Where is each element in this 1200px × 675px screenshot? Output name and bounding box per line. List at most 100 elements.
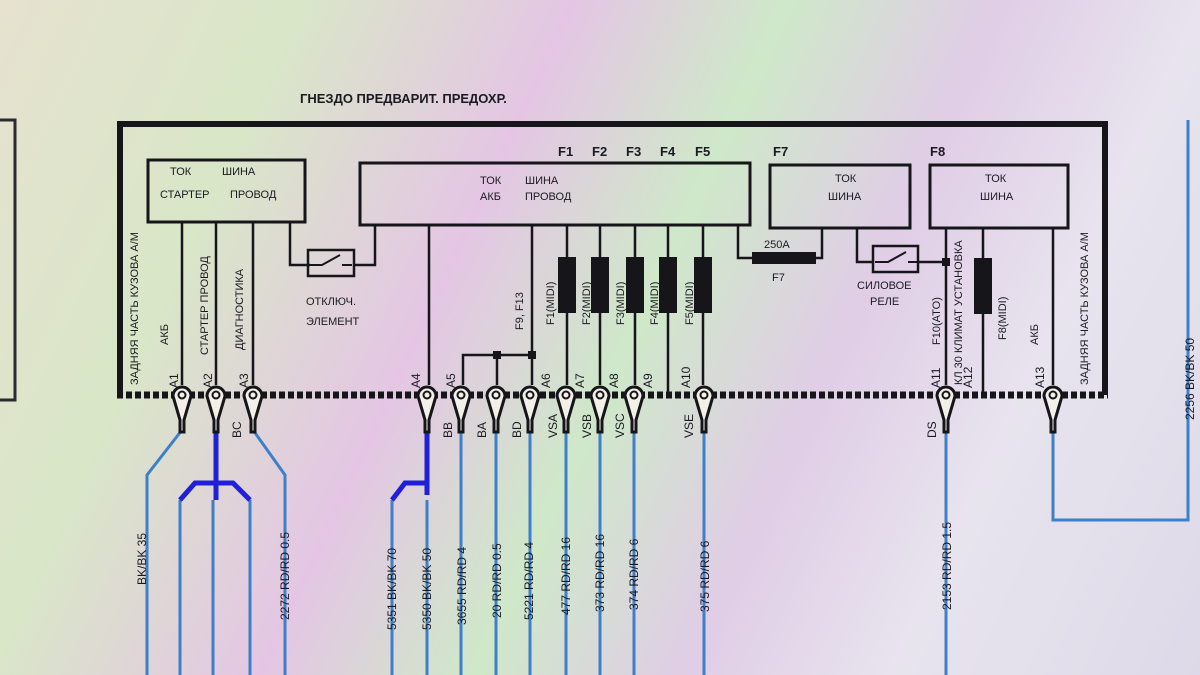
wire-label: 20 RD/RD 0.5 (490, 543, 504, 618)
switch-icon (310, 254, 352, 266)
vertical-label: СТАРТЕР ПРОВОД (199, 256, 211, 355)
fuse-box-frame (117, 121, 1108, 395)
vertical-label: АКБ (1029, 324, 1041, 345)
wire-label: 2272 RD/RD 0.5 (278, 532, 292, 620)
terminal-lugs (171, 385, 1064, 434)
disconnect-label: ОТКЛЮЧ. (306, 296, 356, 308)
terminal-lug-icon (935, 385, 957, 434)
fuse-header: F3 (626, 144, 641, 159)
pin-label: A4 (409, 373, 423, 388)
terminal-hole (422, 390, 432, 400)
pin-label: A11 (929, 367, 943, 388)
terminal-hole (595, 390, 605, 400)
terminal-hole (629, 390, 639, 400)
pin-label: A9 (641, 373, 655, 388)
starter-box-label: СТАРТЕР (160, 189, 210, 201)
vertical-label: КЛ 30 КЛИМАТ УСТАНОВКА (953, 240, 965, 385)
terminal-label: BA (475, 422, 489, 438)
fuse-f7-symbol (752, 252, 816, 264)
battery-bus-box (358, 161, 752, 227)
terminal-label: DS (925, 421, 939, 438)
terminal-hole (456, 390, 466, 400)
terminal-label: BB (441, 422, 455, 438)
vertical-label: F9, F13 (514, 292, 526, 330)
terminal-lug-icon (485, 385, 507, 434)
terminal-hole (525, 390, 535, 400)
terminal-label: BD (510, 421, 524, 438)
terminal-label: VSB (580, 414, 594, 438)
battery-box-label: ПРОВОД (525, 191, 572, 203)
midi-fuses (493, 257, 992, 359)
terminal-lug-icon (205, 385, 227, 434)
vertical-label: F2(MIDI) (581, 282, 593, 325)
fuse-header: F1 (558, 144, 573, 159)
vertical-label: F8(MIDI) (997, 297, 1009, 340)
f8-header: F8 (930, 144, 945, 159)
pin-label: A3 (237, 373, 251, 388)
vertical-label: F4(MIDI) (649, 282, 661, 325)
power-relay-symbol (871, 244, 920, 274)
power-relay-label: РЕЛЕ (870, 296, 899, 308)
terminal-lug-icon (623, 385, 645, 434)
pin-label: A2 (201, 373, 215, 388)
wire-label: 2256 BK/BK 50 (1183, 338, 1197, 420)
external-wires (145, 120, 1190, 675)
pin-label: A1 (167, 373, 181, 388)
terminal-hole (177, 390, 187, 400)
terminal-hole (941, 390, 951, 400)
pin-label: A8 (607, 373, 621, 388)
terminal-hole (561, 390, 571, 400)
starter-box-label: ШИНА (222, 166, 256, 178)
diagram-title: ГНЕЗДО ПРЕДВАРИТ. ПРЕДОХР. (300, 91, 507, 106)
f8-bus-box (928, 163, 1070, 230)
battery-box-label: ТОК (480, 175, 502, 187)
power-relay-label: СИЛОВОЕ (857, 280, 912, 292)
terminal-lug-icon (450, 385, 472, 434)
wire-label: 3655 RD/RD 4 (455, 547, 469, 625)
terminal-label: VSA (546, 414, 560, 438)
terminal-lug-icon (589, 385, 611, 434)
terminal-hole (699, 390, 709, 400)
pin-label: A7 (573, 373, 587, 388)
terminal-hole (1048, 390, 1058, 400)
terminal-label: BC (230, 421, 244, 438)
vertical-label: ДИАГНОСТИКА (234, 268, 246, 350)
fuse-header: F2 (592, 144, 607, 159)
terminal-lug-icon (171, 385, 193, 434)
wire-label: 5350 BK/BK 50 (420, 548, 434, 630)
terminal-lug-icon (555, 385, 577, 434)
terminal-hole (491, 390, 501, 400)
starter-bus-box (146, 158, 307, 224)
terminal-hole (211, 390, 221, 400)
terminal-lug-icon (242, 385, 264, 434)
wire-label: BK/BK 35 (135, 533, 149, 585)
f8-box-label: ТОК (985, 173, 1007, 185)
fuse-header: F5 (695, 144, 710, 159)
vertical-label: АКБ (159, 324, 171, 345)
wire-label: 5221 RD/RD 4 (522, 542, 536, 620)
battery-box-label: АКБ (480, 191, 501, 203)
pin-label: A5 (444, 373, 458, 388)
terminal-lug-icon (693, 385, 715, 434)
fuse-f7-name: F7 (772, 272, 785, 284)
terminal-label: VSC (613, 413, 627, 438)
terminal-lug-icon (416, 385, 438, 434)
vertical-label: ЗАДНЯЯ ЧАСТЬ КУЗОВА А/М (129, 232, 141, 385)
starter-box-label: ПРОВОД (230, 189, 277, 201)
wire-label: 374 RD/RD 6 (627, 538, 641, 610)
f7-box-label: ШИНА (828, 191, 862, 203)
disconnect-label: ЭЛЕМЕНТ (306, 316, 360, 328)
f7-box-label: ТОК (835, 173, 857, 185)
adjacent-frame (0, 118, 17, 402)
terminal-lug-icon (1042, 385, 1064, 434)
pin-label: A13 (1033, 366, 1047, 388)
vertical-label: F10(ATO) (931, 297, 943, 345)
wire-label: 477 RD/RD 16 (559, 537, 573, 615)
vertical-label: ЗАДНЯЯ ЧАСТЬ КУЗОВА А/М (1079, 232, 1091, 385)
terminal-lug-icon (519, 385, 541, 434)
terminal-hole (248, 390, 258, 400)
fuse-header: F4 (660, 144, 676, 159)
f7-bus-box (768, 163, 912, 230)
pin-label: A10 (679, 366, 693, 388)
